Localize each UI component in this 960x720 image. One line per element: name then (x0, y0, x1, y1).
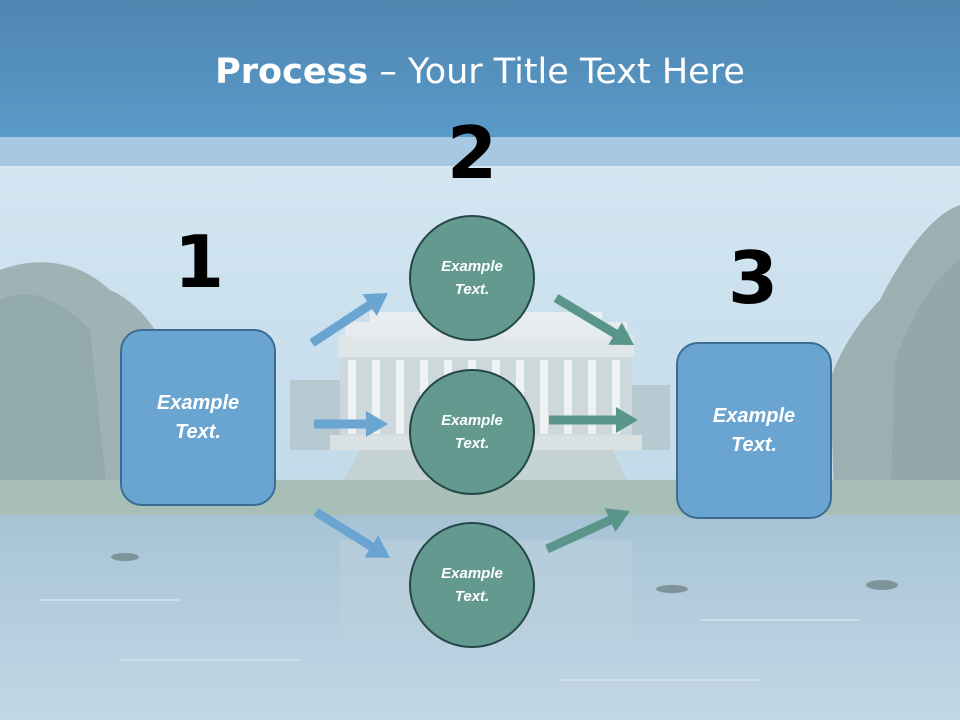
arrow-box-to-middle (314, 411, 388, 437)
circle-middle: Example Text. (409, 369, 535, 495)
slide-title: Process – Your Title Text Here (0, 52, 960, 92)
arrow-bottom-to-right (545, 508, 630, 554)
right-step-box: Example Text. (676, 342, 832, 519)
step-number-1: 1 (173, 220, 225, 304)
arrow-top-to-right (553, 294, 634, 345)
arrow-middle-to-right (549, 407, 638, 433)
title-bar (0, 0, 960, 137)
title-subband (0, 137, 960, 166)
circle-bottom: Example Text. (409, 522, 535, 648)
step-number-3: 3 (727, 236, 779, 320)
step-number-2: 2 (446, 111, 498, 195)
title-rest: – Your Title Text Here (368, 52, 745, 92)
arrow-box-to-bottom (313, 508, 390, 558)
circle-top: Example Text. (409, 215, 535, 341)
circle-middle-text: Example Text. (441, 412, 503, 452)
circle-top-text: Example Text. (441, 258, 503, 298)
right-step-box-text: Example Text. (712, 404, 796, 456)
title-bold: Process (215, 52, 369, 92)
left-step-box: Example Text. (120, 329, 276, 506)
arrow-box-to-top (309, 293, 388, 347)
circle-bottom-text: Example Text. (441, 565, 503, 605)
left-step-box-text: Example Text. (156, 391, 240, 443)
